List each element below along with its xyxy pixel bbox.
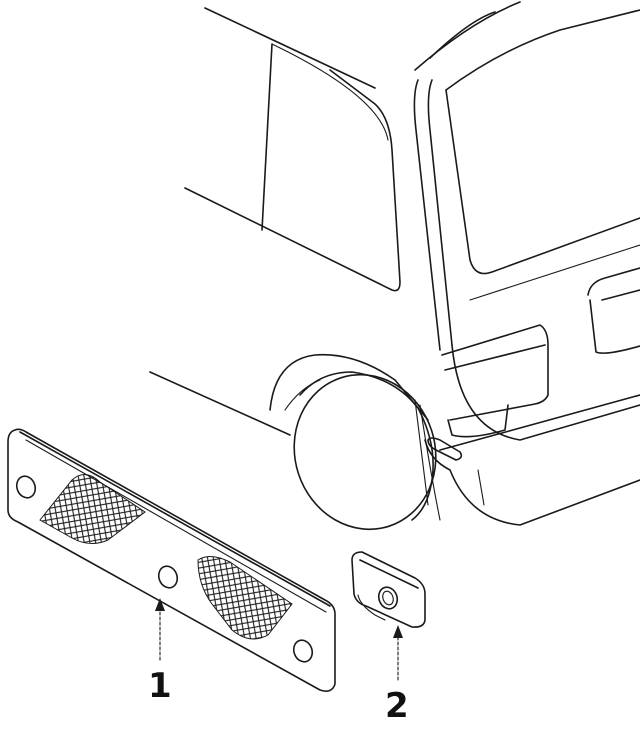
vehicle-body: [149, 1, 640, 526]
leader-arrow-1: [155, 598, 165, 661]
part-2-side-reflector: [351, 551, 426, 628]
callout-2-label: 2: [385, 686, 409, 726]
spare-tire: [284, 371, 437, 531]
leader-arrow-2: [393, 625, 403, 681]
part-1-reflector-plate: [7, 428, 336, 692]
callout-1-label: 1: [148, 666, 172, 706]
